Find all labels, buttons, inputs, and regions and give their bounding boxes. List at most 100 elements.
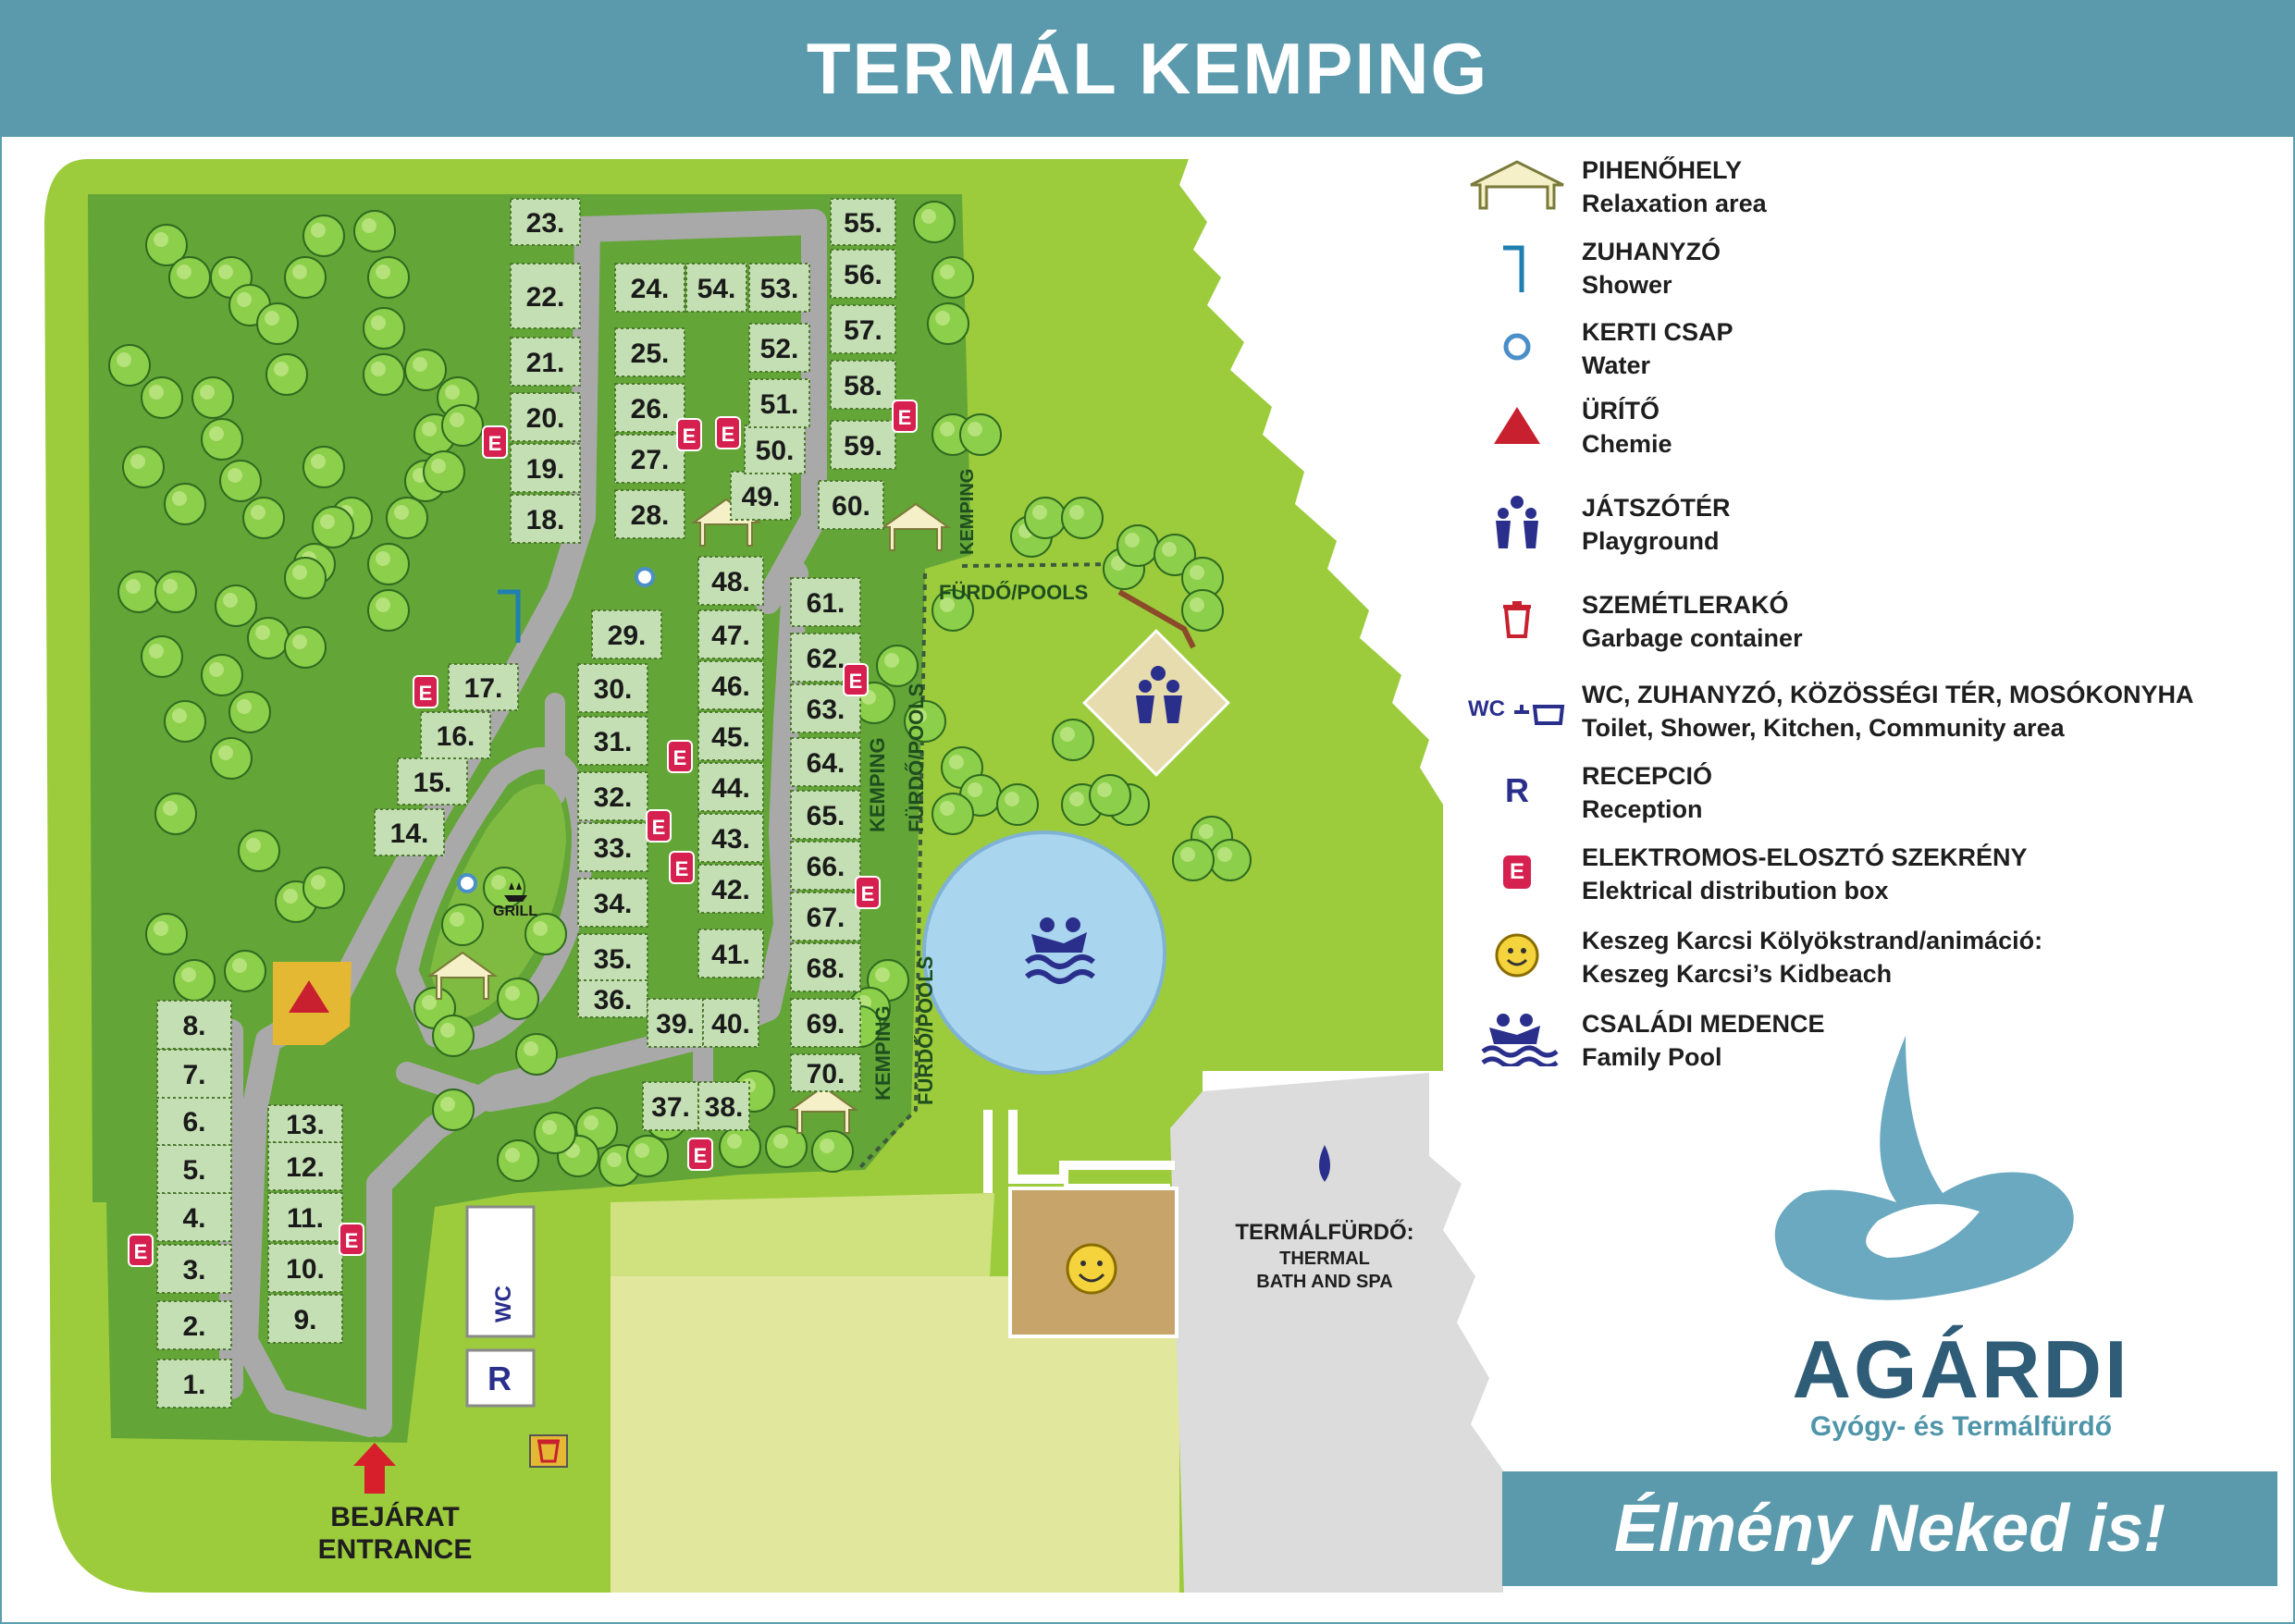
electric-box-icon: E [339,1223,364,1256]
campsite-plot[interactable]: 3. [156,1244,232,1294]
campsite-plot[interactable]: 23. [510,198,581,246]
campsite-plot[interactable]: 27. [614,434,685,484]
campsite-plot[interactable]: 38. [697,1081,750,1131]
electric-box-icon: E [687,1138,713,1171]
campsite-plot[interactable]: 14. [374,808,445,856]
campsite-plot[interactable]: 46. [697,660,764,710]
campsite-plot[interactable]: 33. [577,822,648,872]
campsite-plot[interactable]: 10. [267,1243,343,1293]
campsite-plot[interactable]: 51. [748,378,810,428]
reception-icon: R [1457,758,1577,823]
campsite-plot[interactable]: 47. [697,609,764,659]
plot-area [642,1081,699,1131]
campsite-plot[interactable]: 65. [790,790,861,840]
campsite-plot[interactable]: 43. [697,813,764,863]
campsite-plot[interactable]: 61. [790,577,861,627]
campsite-plot[interactable]: 26. [614,383,685,433]
campsite-plot[interactable]: 36. [577,979,648,1018]
campsite-plot[interactable]: 53. [748,263,810,313]
campsite-plot[interactable]: 52. [748,323,810,373]
campsite-plot[interactable]: 11. [267,1192,343,1242]
campsite-plot[interactable]: 5. [156,1144,232,1194]
campsite-plot[interactable]: 1. [156,1359,232,1409]
campsite-plot[interactable]: 37. [642,1081,699,1131]
electric-box-icon: E [676,418,702,451]
campsite-plot[interactable]: 18. [510,494,581,544]
campsite-plot[interactable]: 20. [510,392,581,442]
tree-highlight [394,505,409,520]
svg-text:E: E [861,882,875,905]
campsite-plot[interactable]: 16. [420,711,491,759]
campsite-plot[interactable]: 12. [267,1141,343,1191]
campsite-plot[interactable]: 48. [697,556,764,606]
plot-number: 24. [631,274,670,304]
plot-number: 68. [807,953,845,984]
tree-highlight [940,265,955,279]
tree-highlight [237,292,252,307]
campsite-plot[interactable]: 19. [510,443,581,493]
campsite-plot[interactable]: 22. [510,263,581,329]
campsite-plot[interactable]: 45. [697,711,764,761]
campsite-plot[interactable]: 6. [156,1096,232,1146]
campsite-plot[interactable]: 66. [790,841,861,891]
plot-number: 66. [807,852,845,882]
campsite-plot[interactable]: 69. [790,998,861,1048]
campsite-plot[interactable]: 7. [156,1049,232,1099]
campsite-plot[interactable]: 28. [614,489,685,539]
plot-area [697,864,764,914]
campsite-plot[interactable]: 24. [614,263,685,313]
campsite-plot[interactable]: 34. [577,878,648,928]
campsite-plot[interactable]: 9. [267,1294,343,1344]
entrance-arrow [353,1443,396,1494]
plot-area [697,609,764,659]
tree-highlight [320,514,335,529]
svg-text:E: E [849,670,863,693]
plot-area [614,327,685,377]
campsite-plot[interactable]: 30. [577,663,648,713]
campsite-plot[interactable]: 41. [697,929,764,978]
page-title: TERMÁL KEMPING [806,27,1489,109]
campsite-plot[interactable]: 2. [156,1300,232,1350]
campsite-plot[interactable]: 13. [267,1104,343,1143]
campsite-plot[interactable]: 42. [697,864,764,914]
campsite-plot[interactable]: 17. [448,663,519,711]
campsite-plot[interactable]: 15. [397,757,468,806]
campsite-plot[interactable]: 57. [830,304,896,354]
campsite-plot[interactable]: 50. [744,424,806,474]
campsite-plot[interactable]: 68. [790,942,861,992]
plot-area [685,263,747,313]
field-area [611,1276,1179,1593]
plot-number: 32. [594,782,633,813]
plot-number: 11. [287,1203,324,1234]
campsite-plot[interactable]: 25. [614,327,685,377]
campsite-plot[interactable]: 60. [818,480,884,530]
campsite-plot[interactable]: 35. [577,933,648,983]
campsite-plot[interactable]: 32. [577,771,648,821]
tree-highlight [1069,792,1084,806]
campsite-plot[interactable]: 21. [510,337,581,387]
campsite-plot[interactable]: 56. [830,249,896,299]
campsite-plot[interactable]: 54. [685,263,747,313]
campsite-plot[interactable]: 29. [591,609,662,659]
brand-logo-drop-highlight [1866,1204,1980,1258]
tree-highlight [422,422,437,437]
campsite-plot[interactable]: 8. [156,1000,232,1050]
campsite-plot[interactable]: 39. [647,998,704,1048]
campsite-plot[interactable]: 64. [790,737,861,787]
campsite-plot[interactable]: 44. [697,762,764,812]
campsite-plot[interactable]: 4. [156,1192,232,1242]
campsite-plot[interactable]: 58. [830,360,896,410]
svg-text:E: E [683,424,697,448]
campsite-plot[interactable]: 59. [830,420,896,470]
plot-number: 56. [844,260,882,290]
tree-highlight [126,579,141,594]
campsite-plot[interactable]: 49. [730,471,792,521]
campsite-plot[interactable]: 62. [790,633,861,683]
campsite-plot[interactable]: 31. [577,716,648,766]
campsite-plot[interactable]: 55. [830,198,896,246]
campsite-plot[interactable]: 67. [790,892,861,941]
tree-highlight [237,699,252,714]
campsite-plot[interactable]: 40. [702,998,759,1048]
campsite-plot[interactable]: 70. [790,1053,861,1092]
